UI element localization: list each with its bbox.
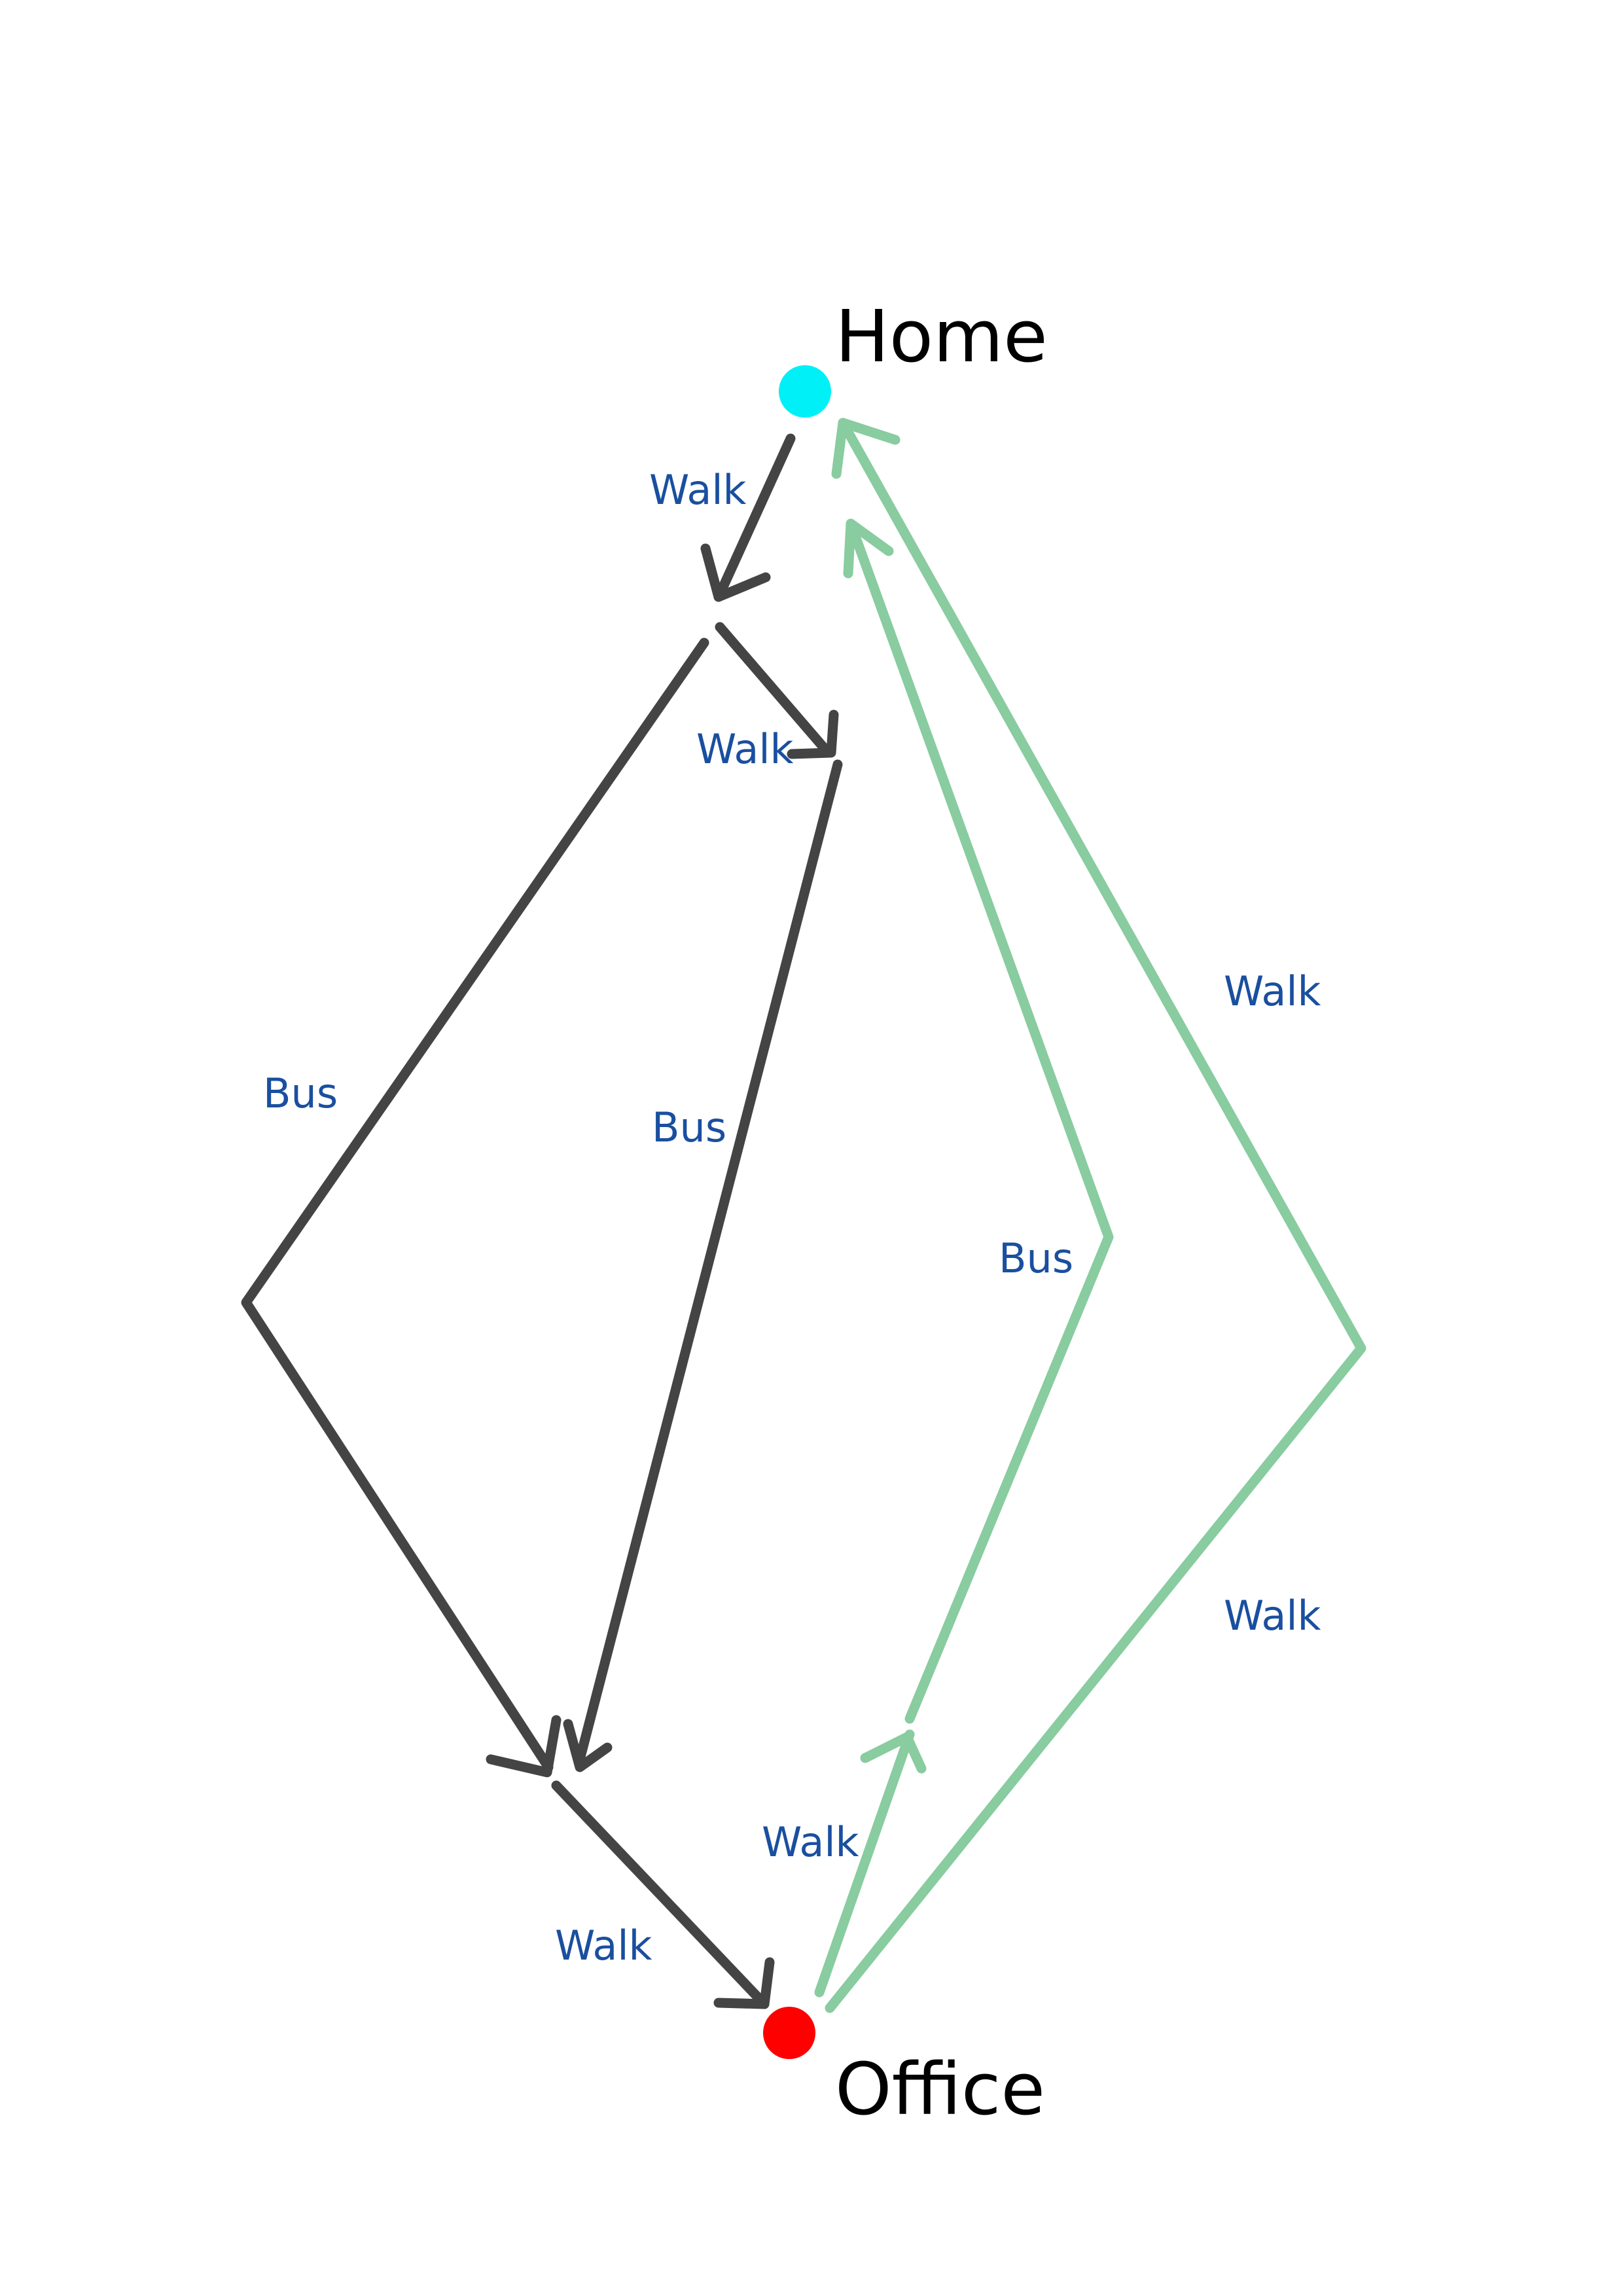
walk-office-to-stop-arrowhead — [860, 1732, 927, 1774]
home-node-marker — [779, 365, 831, 418]
bus-return-edge — [843, 518, 1114, 1724]
walk-return-lower-label: Walk — [1224, 1592, 1321, 1640]
bus-left-line — [241, 637, 709, 1772]
walk-return-line — [825, 418, 1366, 2013]
bus-return-arrowhead — [843, 518, 894, 579]
office-node-marker — [763, 2007, 815, 2059]
walk-to-office-label: Walk — [555, 1922, 652, 1969]
bus-return-label: Bus — [999, 1234, 1073, 1282]
walk-office-to-stop-label: Walk — [762, 1818, 859, 1866]
bus-left-edge — [241, 637, 709, 1778]
bus-middle-edge — [563, 759, 843, 1772]
bus-middle-arrowhead — [563, 1719, 613, 1772]
walk-home-to-junction-edge — [700, 433, 796, 602]
walk-to-office-line — [551, 1780, 770, 2009]
walk-junction-to-stop-arrowhead — [787, 709, 839, 759]
walk-office-to-stop-edge — [814, 1729, 927, 1998]
walk-return-edge — [825, 418, 1366, 2013]
bus-return-line — [846, 518, 1114, 1724]
return-routes — [814, 418, 1366, 2013]
bus-middle-line — [575, 759, 843, 1765]
home-label: Home — [835, 295, 1048, 378]
office-label: Office — [835, 2047, 1045, 2131]
edge-labels: Walk Walk Bus Bus Walk Walk Bus Walk Wal… — [263, 466, 1321, 1969]
walk-office-to-stop-line — [814, 1729, 915, 1998]
outbound-routes — [241, 433, 843, 2009]
walk-junction-to-stop-line — [715, 622, 831, 755]
walk-to-office-edge — [551, 1780, 775, 2009]
bus-left-label: Bus — [263, 1069, 338, 1117]
walk-home-to-junction-label: Walk — [649, 466, 747, 514]
walk-junction-to-stop-label: Walk — [696, 725, 794, 773]
walk-return-upper-label: Walk — [1224, 967, 1321, 1015]
walk-to-office-arrowhead — [713, 1957, 775, 2009]
walk-junction-to-stop-edge — [715, 622, 839, 759]
walk-home-to-junction-arrowhead — [700, 543, 771, 602]
bus-left-arrowhead — [486, 1715, 562, 1778]
bus-middle-label: Bus — [652, 1103, 726, 1151]
walk-home-to-junction-line — [713, 433, 796, 602]
walk-return-arrowhead — [831, 418, 901, 479]
